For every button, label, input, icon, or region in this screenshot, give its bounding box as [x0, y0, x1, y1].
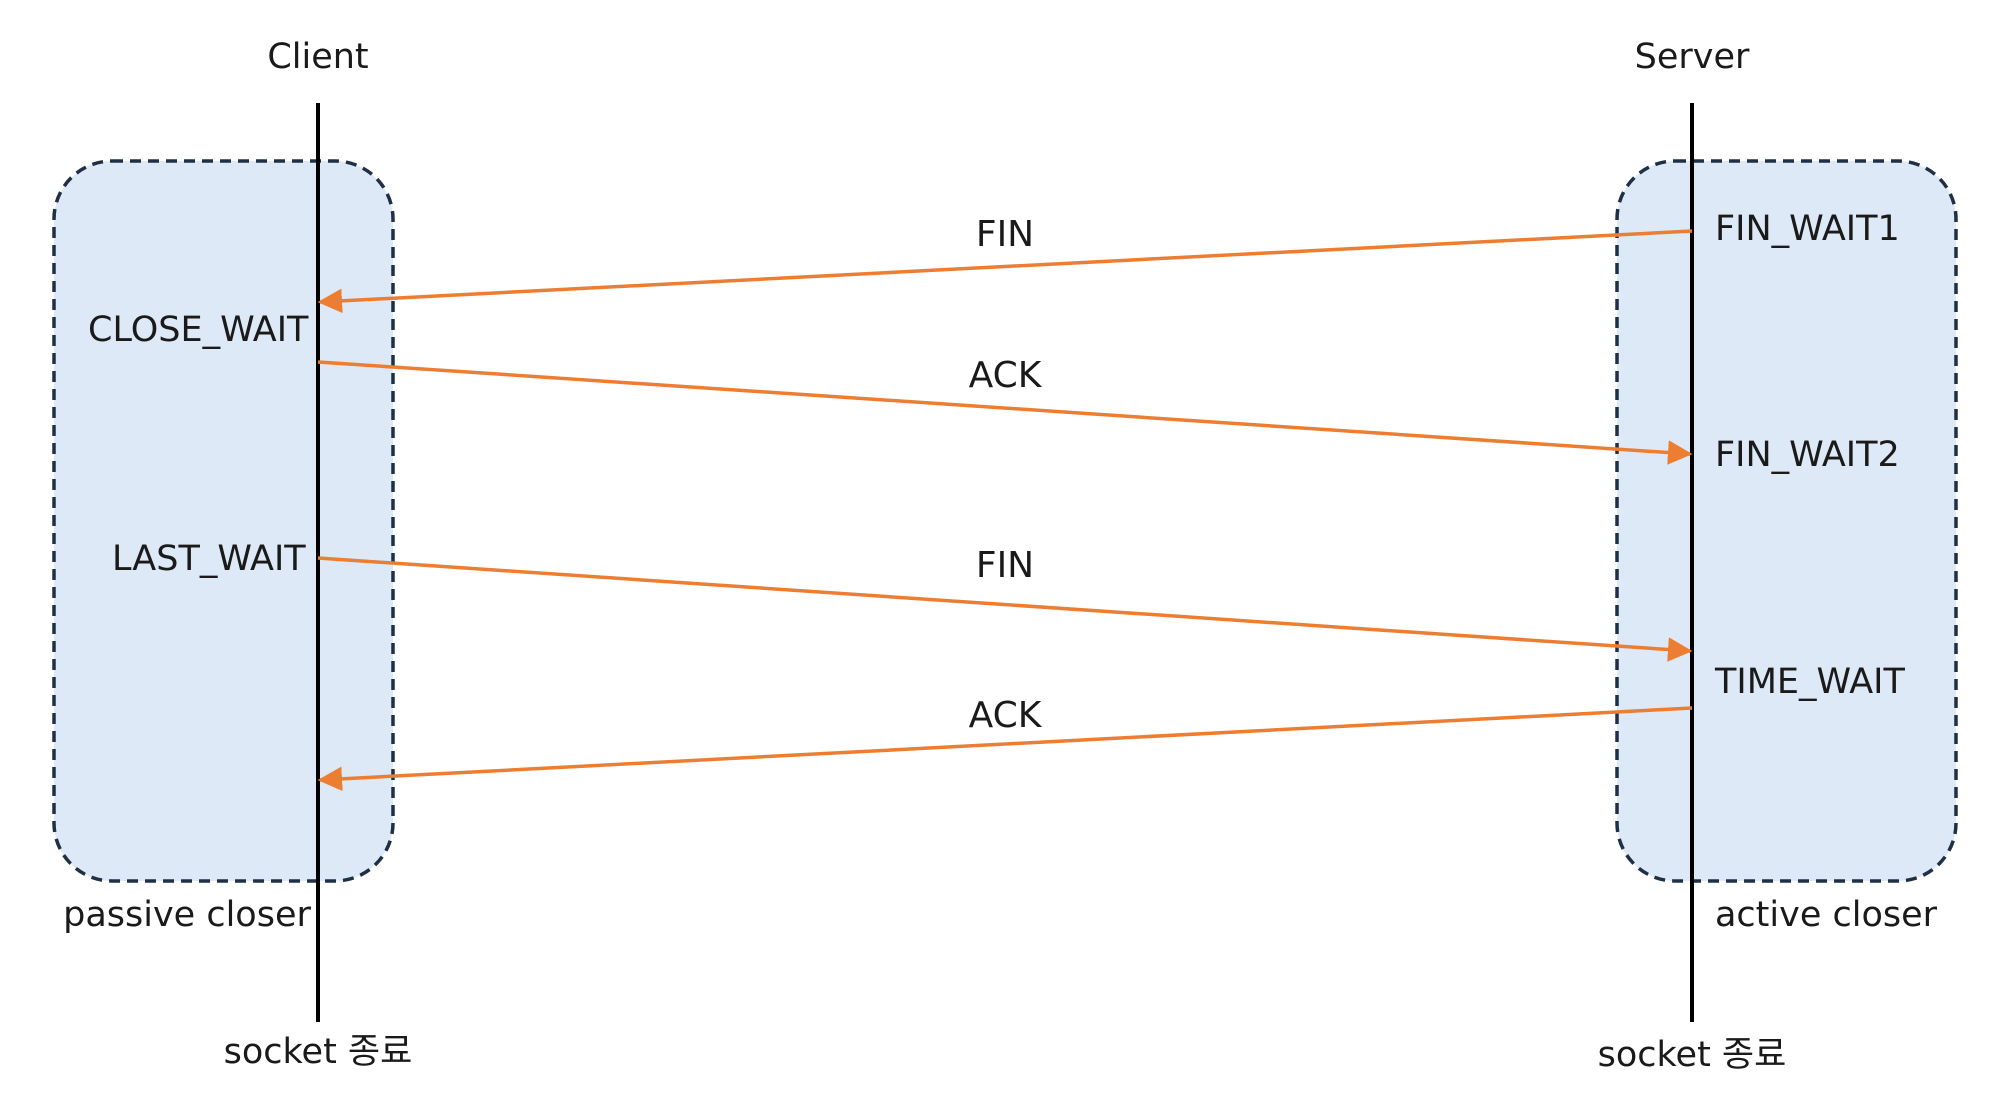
message-arrow-fin-2 [317, 556, 1693, 662]
server-state-fin-wait2: FIN_WAIT2 [1715, 435, 1900, 475]
message-label-fin-2: FIN [976, 545, 1034, 586]
client-state-close-wait: CLOSE_WAIT [88, 310, 309, 350]
message-label-ack-1: ACK [969, 355, 1043, 396]
message-arrow-ack-2 [317, 706, 1693, 792]
server-state-box [1615, 159, 1958, 883]
server-state-fin-wait1: FIN_WAIT1 [1715, 209, 1900, 249]
message-label-ack-2: ACK [969, 695, 1043, 736]
message-arrow-fin-1 [317, 229, 1693, 314]
server-title: Server [1635, 37, 1750, 77]
server-state-time-wait: TIME_WAIT [1714, 662, 1905, 702]
message-arrow-ack-1 [317, 360, 1693, 465]
message-label-fin-1: FIN [976, 214, 1034, 255]
client-state-last-wait: LAST_WAIT [112, 539, 306, 579]
client-role-label: passive closer [63, 895, 311, 935]
client-title: Client [267, 37, 368, 77]
client-state-box [52, 159, 395, 883]
server-role-label: active closer [1715, 895, 1938, 935]
client-socket-end-label: socket 종료 [224, 1032, 413, 1072]
server-socket-end-label: socket 종료 [1598, 1035, 1787, 1075]
